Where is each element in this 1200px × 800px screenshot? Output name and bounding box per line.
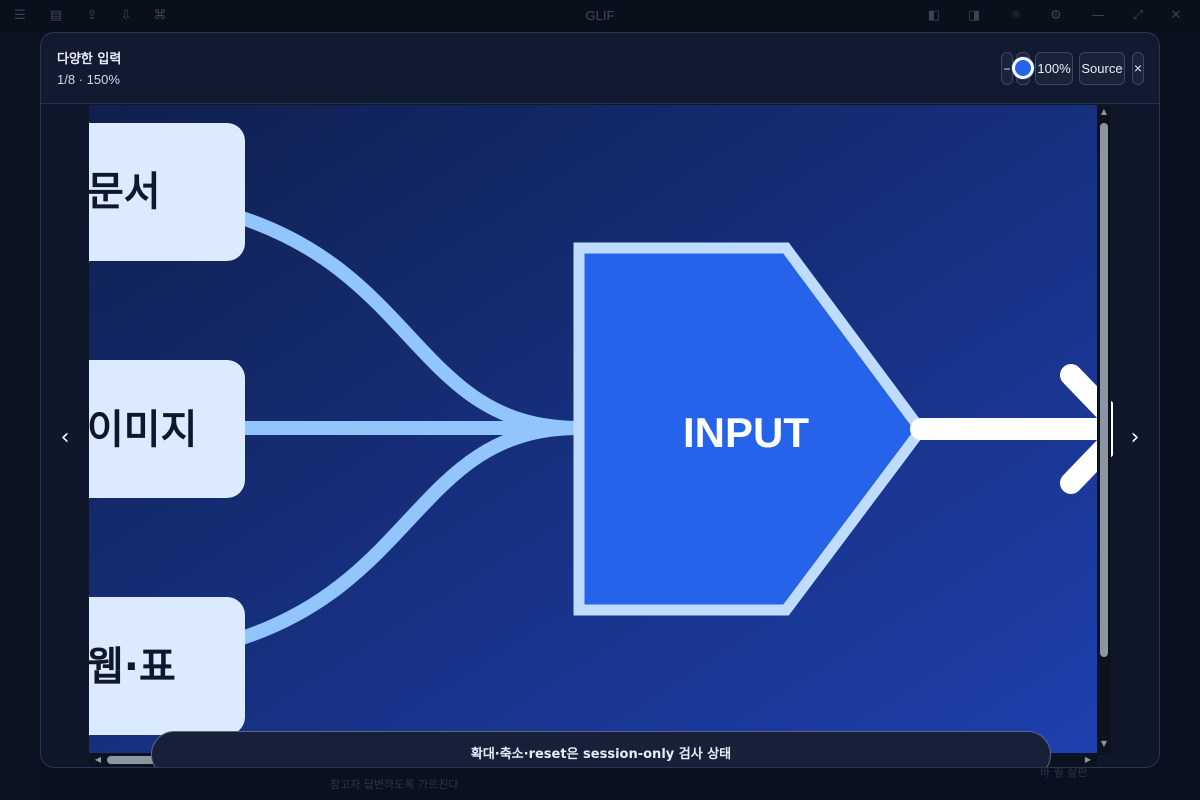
connector-web-tables [236, 421, 580, 646]
modal-header: 다양한 입력 1/8 · 150% − 100% Source × [41, 33, 1159, 104]
previous-image-button[interactable]: ‹ [60, 425, 70, 450]
background-sidebar [0, 32, 40, 800]
export-icon[interactable]: ⇪ [86, 8, 98, 23]
source-label-documents: 문서 [89, 169, 161, 215]
background-bottom-text: 참고자 답변하도록 가르친다 [330, 778, 459, 791]
session-only-toast: 확대·축소·reset은 session-only 검사 상태 [151, 731, 1051, 767]
source-card-documents [89, 123, 245, 261]
scroll-up-icon[interactable]: ▲ [1100, 107, 1108, 116]
scroll-left-icon[interactable]: ◀ [94, 755, 102, 764]
sidebar-right-icon[interactable]: ◨ [967, 8, 981, 23]
next-image-button[interactable]: › [1130, 425, 1140, 450]
source-card-images [89, 360, 245, 498]
close-modal-button[interactable]: × [1132, 52, 1144, 85]
image-stage: 문서 이미지 웹·표 INPUT [89, 105, 1113, 767]
vertical-scrollbar[interactable]: ▲ ▼ [1097, 105, 1111, 755]
connector-documents [236, 210, 580, 435]
zoom-reset-button[interactable]: 100% [1035, 52, 1073, 85]
sun-icon[interactable]: ☼ [1010, 8, 1022, 23]
scroll-down-icon[interactable]: ▼ [1100, 739, 1108, 748]
input-node [573, 242, 928, 616]
vertical-scroll-thumb[interactable] [1100, 123, 1108, 657]
source-card-web-tables [89, 597, 245, 735]
output-arrow-head [1060, 364, 1113, 494]
input-diagram: 문서 이미지 웹·표 INPUT [89, 105, 1113, 753]
zoom-out-label: − [1003, 62, 1011, 76]
source-button[interactable]: Source [1079, 52, 1125, 85]
modal-page-zoom-meta: 1/8 · 150% [57, 72, 120, 87]
scroll-right-icon[interactable]: ▶ [1084, 755, 1092, 764]
source-label-web-tables: 웹·표 [89, 644, 176, 690]
modal-title: 다양한 입력 [57, 52, 122, 67]
tree-icon[interactable]: ⌘ [153, 8, 167, 23]
import-icon[interactable]: ⇩ [120, 8, 132, 23]
image-preview-modal: 다양한 입력 1/8 · 150% − 100% Source × [40, 32, 1160, 768]
menu-icon[interactable]: ☰ [14, 8, 26, 23]
app-title-bar: ☰ ▤ ⇪ ⇩ ⌘ GLIF ◧ ◨ ☼ ⚙ — ⤢ ✕ [0, 0, 1200, 32]
maximize-icon[interactable]: ⤢ [1132, 8, 1144, 23]
close-icon[interactable]: ✕ [1170, 8, 1182, 23]
app-title: GLIF [585, 8, 615, 23]
gear-icon[interactable]: ⚙ [1050, 8, 1062, 23]
minimize-icon[interactable]: — [1091, 8, 1105, 23]
zoom-slider-handle[interactable] [1012, 57, 1034, 79]
background-right-text: 바 필 살판 [1040, 766, 1088, 779]
layout-icon[interactable]: ▤ [49, 8, 63, 23]
input-node-label: INPUT [683, 409, 809, 456]
sidebar-left-icon[interactable]: ◧ [927, 8, 941, 23]
source-label-images: 이미지 [89, 407, 197, 453]
